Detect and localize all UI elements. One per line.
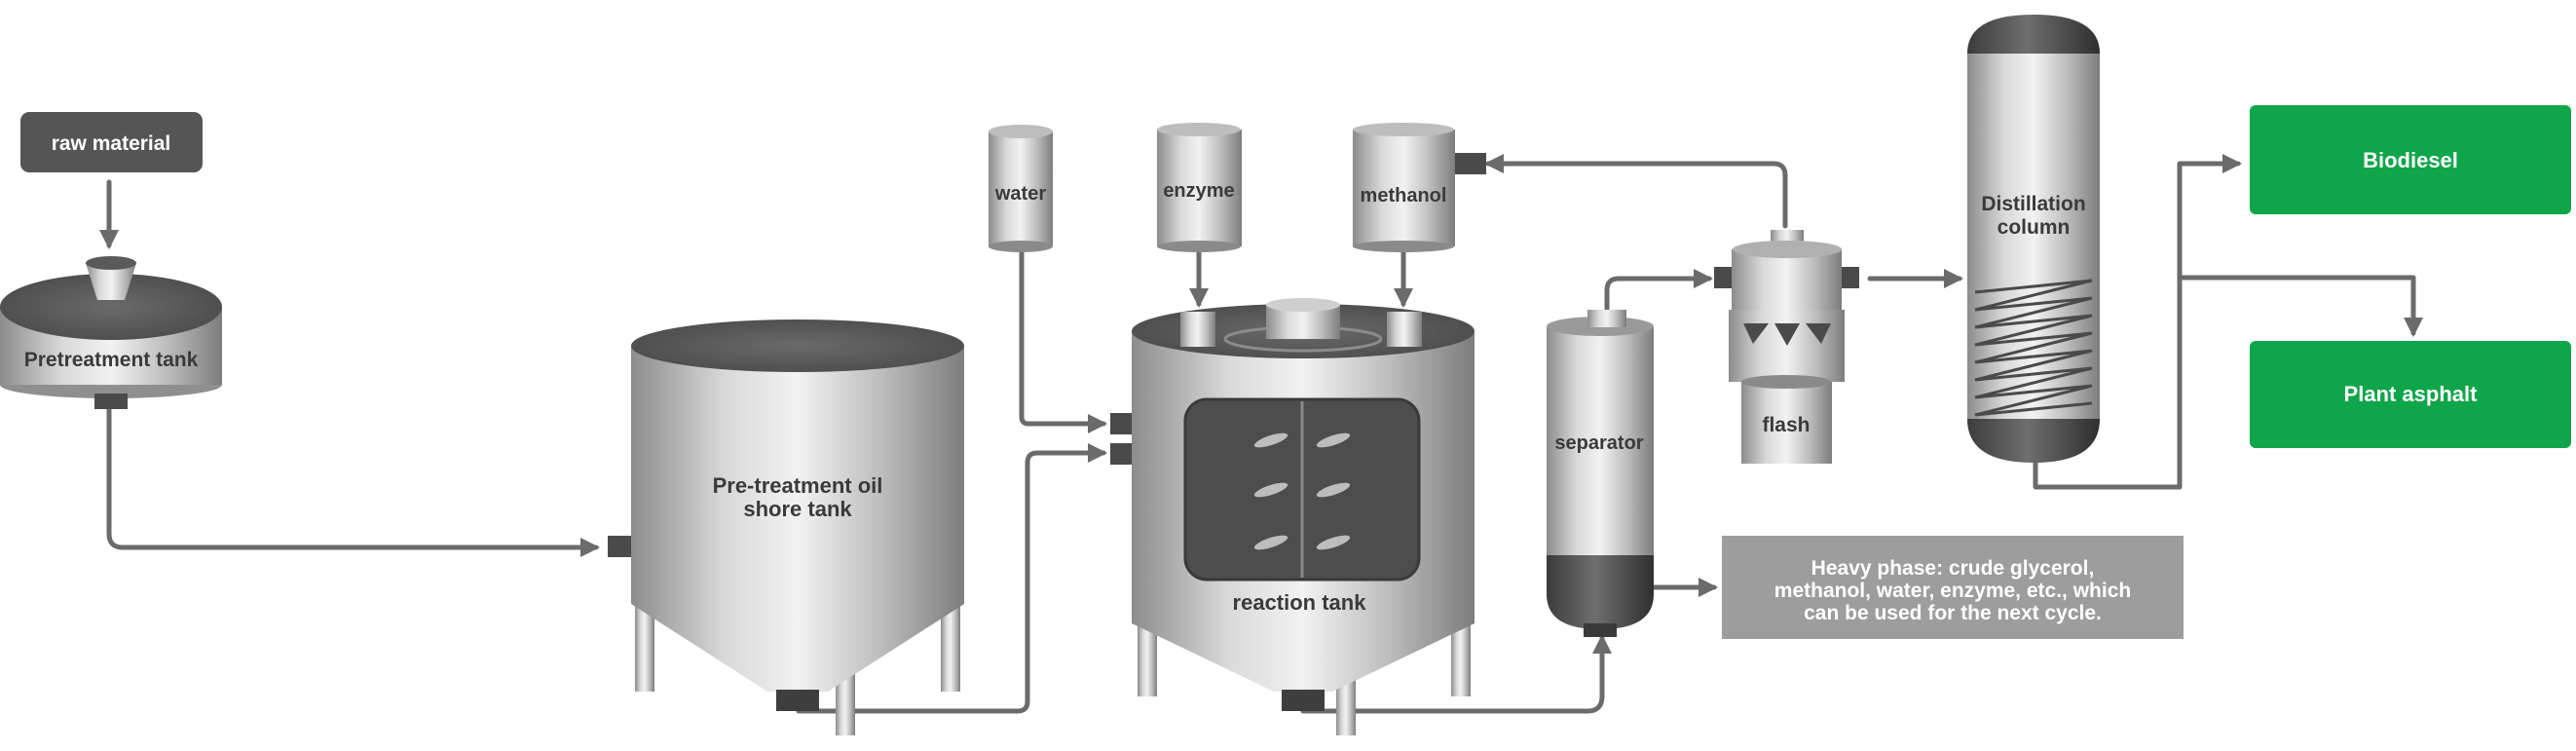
- heavy-phase-line1: Heavy phase: crude glycerol,: [1811, 557, 2095, 580]
- distillation-label-line2: column: [1997, 216, 2071, 239]
- plant-asphalt-box: Plant asphalt: [2250, 341, 2571, 448]
- methanol-label: methanol: [1361, 185, 1447, 207]
- agitator-blades: [1253, 432, 1351, 550]
- separator-label: separator: [1554, 432, 1643, 454]
- heavy-phase-note: Heavy phase: crude glycerol, methanol, w…: [1722, 536, 2184, 639]
- enzyme-label: enzyme: [1163, 180, 1234, 202]
- pipe-pretreatment-to-oil-tank: [106, 406, 600, 557]
- pipe-to-asphalt: [2177, 275, 2423, 337]
- plant-asphalt-label: Plant asphalt: [2344, 382, 2479, 406]
- raw-material-box: raw material: [20, 112, 203, 172]
- biodiesel-label: Biodiesel: [2363, 148, 2458, 172]
- pretreatment-tank: Pretreatment tank: [0, 256, 222, 409]
- heating-coil: [1974, 279, 2093, 417]
- separator: separator: [1547, 310, 1654, 637]
- heavy-phase-line2: methanol, water, enzyme, etc., which: [1774, 580, 2131, 602]
- oil-tank-label-line2: shore tank: [743, 497, 852, 521]
- reaction-tank-label: reaction tank: [1233, 590, 1367, 615]
- pretreatment-tank-label: Pretreatment tank: [24, 349, 199, 371]
- pipe-flash-to-methanol: [1484, 154, 1788, 229]
- raw-material-label: raw material: [52, 132, 171, 155]
- oil-tank-label-line1: Pre-treatment oil: [713, 473, 883, 498]
- distillation-label-line1: Distillation: [1981, 193, 2085, 215]
- methanol-vessel: methanol: [1353, 123, 1486, 252]
- distillation-column: Distillation column: [1967, 15, 2100, 463]
- water-vessel: water: [989, 125, 1053, 252]
- biodiesel-box: Biodiesel: [2250, 105, 2571, 214]
- pipes: [99, 154, 2423, 714]
- flash-label: flash: [1762, 414, 1810, 436]
- pipe-reactor-to-separator: [1300, 634, 1612, 714]
- enzyme-vessel: enzyme: [1157, 123, 1242, 252]
- water-label: water: [994, 183, 1046, 205]
- reaction-tank: reaction tank: [1110, 298, 1475, 735]
- flash-vessel: flash: [1714, 230, 1859, 464]
- pipe-water-to-reactor: [1019, 244, 1107, 433]
- heavy-phase-line3: can be used for the next cycle.: [1804, 602, 2102, 624]
- pipe-distillation-to-products: [2033, 154, 2242, 490]
- oil-shore-tank: Pre-treatment oil shore tank: [608, 319, 964, 735]
- pipe-separator-to-flash: [1604, 269, 1713, 313]
- pipe-oil-tank-to-reactor: [796, 443, 1107, 714]
